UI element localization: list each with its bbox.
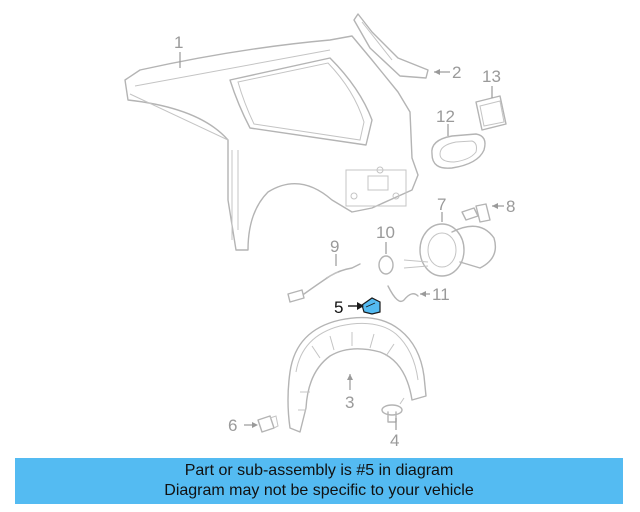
callout-2: 2 [452,63,461,82]
grommet-part [378,255,394,275]
quarter-panel-part [124,35,419,251]
banner-line-2: Diagram may not be specific to your vehi… [164,482,474,499]
fuel-door-housing-part [431,133,486,169]
callout-13: 13 [482,67,501,86]
callout-7: 7 [437,195,446,214]
callout-1: 1 [174,33,183,52]
fuel-filler-door-part [403,223,497,277]
parts-diagram: 1 2 13 12 7 8 10 [124,13,515,450]
pillar-trim-part [353,13,429,79]
callout-4: 4 [390,431,399,450]
hose-part [387,285,419,303]
callout-10: 10 [376,223,395,242]
callout-11: 11 [432,285,450,304]
banner-line-1: Part or sub-assembly is #5 in diagram [184,462,454,479]
retainer-clip-part [257,415,279,433]
info-banner: Part or sub-assembly is #5 in diagram Di… [15,458,623,504]
wheelhouse-liner-part [287,316,427,433]
callout-3: 3 [345,393,354,412]
callout-8: 8 [506,197,515,216]
clip-part-highlighted [361,297,381,315]
hinge-bolt-part [461,203,491,223]
release-cable-part [287,263,361,303]
callout-12: 12 [436,107,455,126]
callout-6: 6 [228,416,237,435]
callout-9: 9 [330,237,339,256]
push-fastener-part [381,397,405,423]
reflector-part [475,95,507,131]
callout-5: 5 [334,298,343,317]
